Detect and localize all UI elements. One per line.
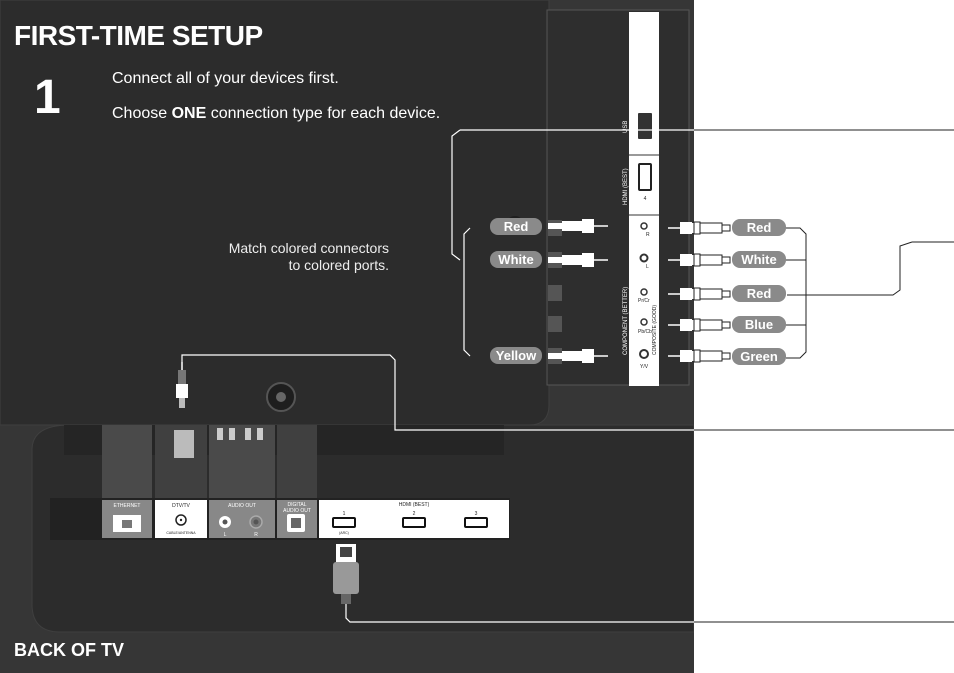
svg-text:CABLE/ANTENNA: CABLE/ANTENNA xyxy=(166,531,196,535)
svg-text:2: 2 xyxy=(413,511,416,517)
right-label-blue: Blue xyxy=(732,316,786,333)
svg-text:Red: Red xyxy=(747,220,772,235)
right-label-red-video: Red xyxy=(732,285,786,302)
coax-cable xyxy=(176,362,188,408)
svg-text:Red: Red xyxy=(504,219,529,234)
diagram-panel: USB 4 HDMI (BEST) R L Pr/Cr Pb/Cb Y/V CO… xyxy=(0,0,694,673)
usb-port xyxy=(638,113,652,139)
instruction-choose: Choose ONE connection type for each devi… xyxy=(112,105,441,122)
svg-text:Pb/Cb: Pb/Cb xyxy=(638,329,652,335)
svg-text:USB: USB xyxy=(623,121,629,133)
side-panel-frame xyxy=(546,9,690,386)
svg-text:Y/V: Y/V xyxy=(640,364,649,370)
back-of-tv-label: BACK OF TV xyxy=(14,640,124,660)
svg-text:(ARC): (ARC) xyxy=(339,531,349,535)
connector-hint: Match colored connectors to colored port… xyxy=(228,240,389,273)
svg-text:AUDIO OUT: AUDIO OUT xyxy=(228,503,256,509)
svg-text:R: R xyxy=(646,232,650,238)
instruction-connect: Connect all of your devices first. xyxy=(112,70,339,87)
port-audio-l xyxy=(639,253,649,263)
svg-text:1: 1 xyxy=(343,511,346,517)
hdmi-cable xyxy=(333,544,359,604)
right-rca-plugs xyxy=(668,222,694,362)
svg-text:Red: Red xyxy=(747,286,772,301)
right-label-red-audio: Red xyxy=(732,219,786,236)
tv-illustration: USB 4 HDMI (BEST) R L Pr/Cr Pb/Cb Y/V CO… xyxy=(0,0,694,623)
svg-text:COMPONENT (BETTER): COMPONENT (BETTER) xyxy=(623,287,629,355)
svg-text:L: L xyxy=(646,264,649,270)
page-title: FIRST-TIME SETUP xyxy=(14,20,263,51)
svg-text:White: White xyxy=(498,252,533,267)
left-label-red: Red xyxy=(490,218,542,235)
port-audio-r xyxy=(640,222,648,230)
svg-text:Green: Green xyxy=(740,349,778,364)
svg-text:3: 3 xyxy=(475,511,478,517)
svg-text:L: L xyxy=(224,532,227,538)
svg-text:White: White xyxy=(741,252,776,267)
svg-text:DIGITAL: DIGITAL xyxy=(287,502,306,508)
port-pb xyxy=(640,318,648,326)
svg-text:HDMI (BEST): HDMI (BEST) xyxy=(623,168,629,205)
left-label-yellow: Yellow xyxy=(490,347,542,364)
svg-text:COMPOSITE (GOOD): COMPOSITE (GOOD) xyxy=(652,305,658,355)
svg-text:ETHERNET: ETHERNET xyxy=(114,503,141,509)
step-number: 1 xyxy=(34,71,61,124)
right-label-white: White xyxy=(732,251,786,268)
svg-text:4: 4 xyxy=(644,196,647,202)
left-label-white: White xyxy=(490,251,542,268)
svg-text:R: R xyxy=(254,532,258,538)
svg-text:Pr/Cr: Pr/Cr xyxy=(638,298,650,304)
tv-upper-body xyxy=(0,0,550,426)
side-hdmi-port xyxy=(638,163,652,191)
svg-text:Yellow: Yellow xyxy=(496,348,537,363)
svg-text:AUDIO OUT: AUDIO OUT xyxy=(283,508,311,514)
left-rca-plugs xyxy=(548,219,608,363)
svg-text:DTV/TV: DTV/TV xyxy=(172,503,190,509)
right-label-green: Green xyxy=(732,348,786,365)
port-pr xyxy=(640,288,648,296)
port-y xyxy=(639,349,649,359)
svg-text:Blue: Blue xyxy=(745,317,773,332)
svg-text:HDMI (BEST): HDMI (BEST) xyxy=(399,502,430,508)
